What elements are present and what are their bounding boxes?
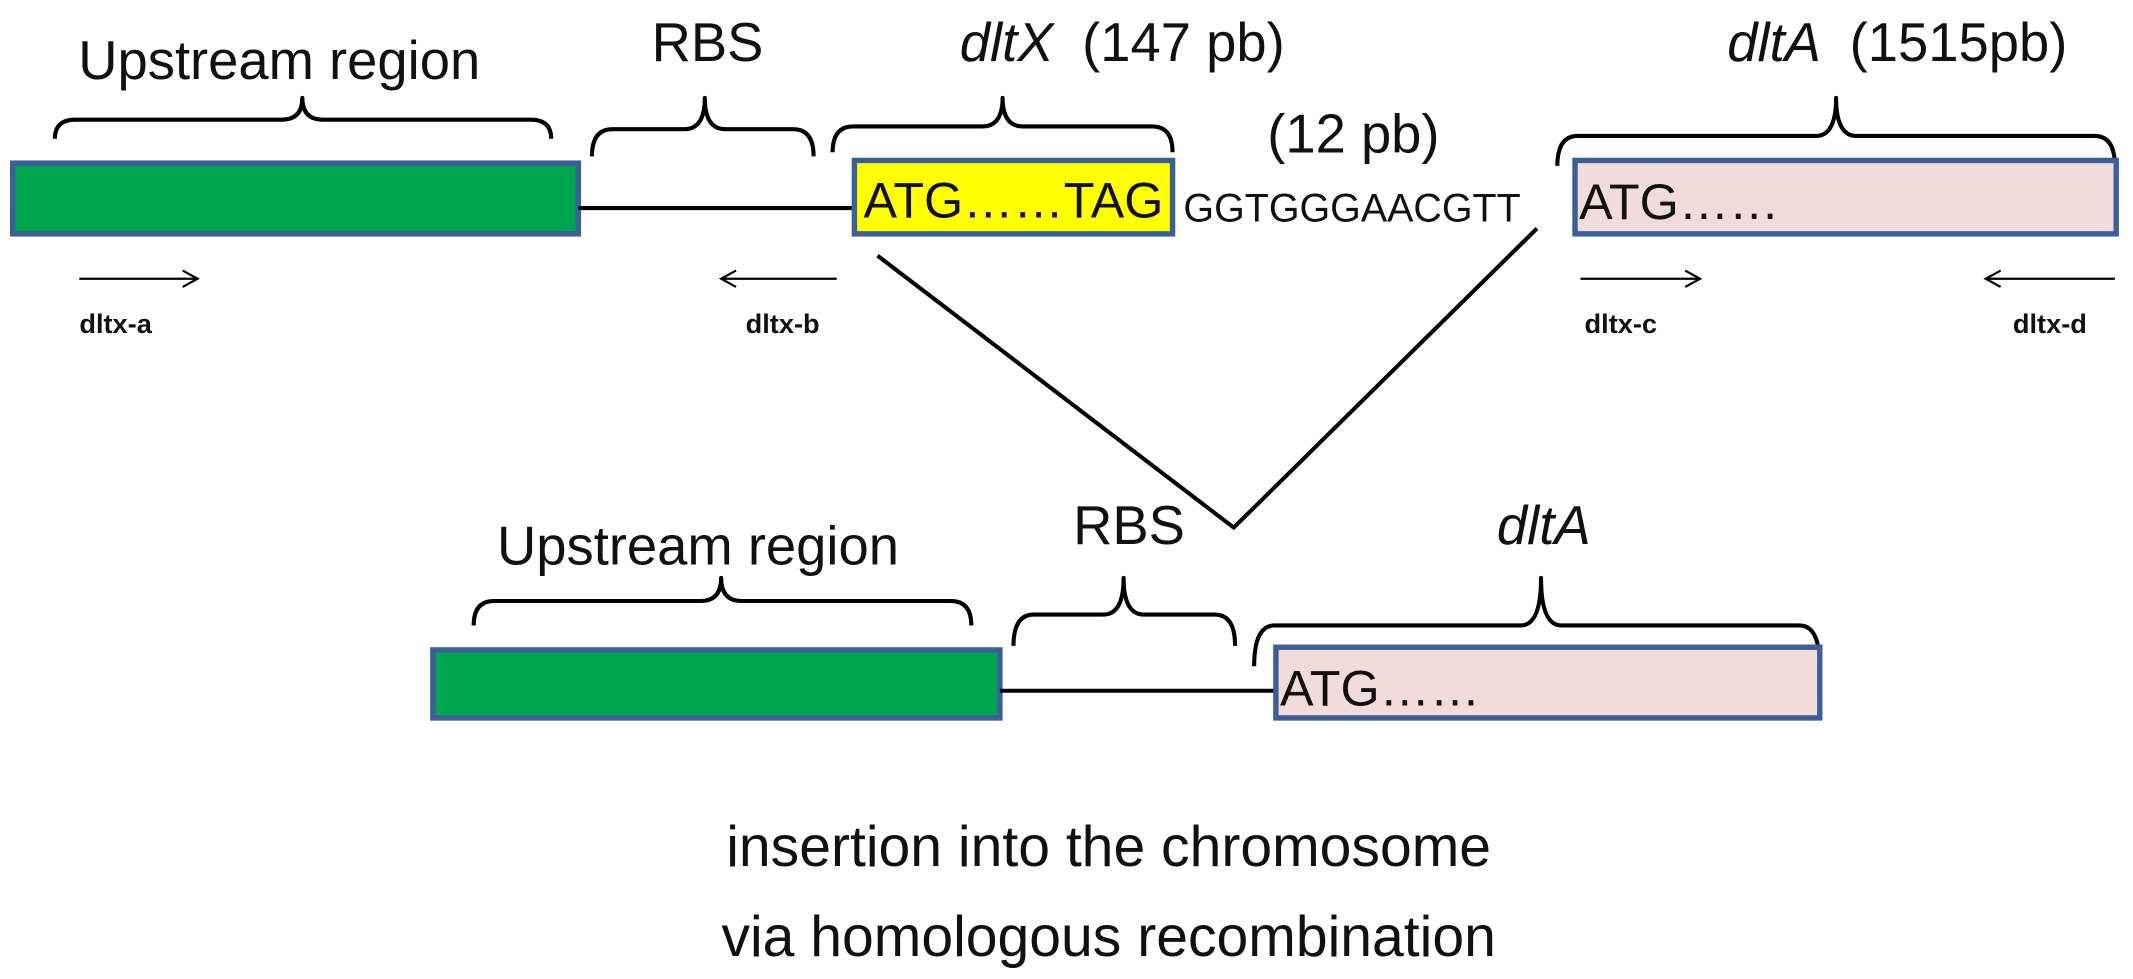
primer-c: dltx-c bbox=[1580, 269, 1703, 339]
caption-line-1: insertion into the chromosome bbox=[726, 815, 1491, 879]
dlta-size: (1515pb) bbox=[1850, 12, 2068, 73]
bottom-dlta-gene-box bbox=[1273, 644, 1823, 721]
dlta-gene-name: dltA bbox=[1727, 12, 1821, 73]
top-dlta-brace bbox=[1555, 95, 2117, 166]
top-upstream-region-bar bbox=[9, 160, 582, 237]
dltx-box-text: ATG……TAG bbox=[864, 172, 1164, 229]
dltx-title: dltX (147 pb) bbox=[960, 12, 1285, 73]
dltx-gene-box bbox=[851, 157, 1176, 237]
primers: dltx-a dltx-b dltx-c dltx-d bbox=[79, 269, 2115, 339]
bottom-rbs-brace bbox=[1011, 575, 1238, 646]
primer-b: dltx-b bbox=[718, 269, 837, 339]
dltx-brace bbox=[830, 95, 1175, 153]
top-rbs-brace bbox=[589, 95, 816, 157]
primer-b-arrowhead bbox=[718, 269, 737, 288]
top-upstream-label: Upstream region bbox=[78, 30, 480, 91]
caption-line-2: via homologous recombination bbox=[721, 905, 1495, 969]
primer-d: dltx-d bbox=[1983, 269, 2115, 339]
bottom-dlta-box-text: ATG…… bbox=[1280, 660, 1480, 717]
spacer-sequence: GGTGGGAACGTT bbox=[1183, 187, 1520, 231]
deletion-v-lines bbox=[876, 226, 1539, 531]
bottom-dlta-brace bbox=[1252, 575, 1822, 667]
dltx-gene-name: dltX bbox=[960, 12, 1055, 73]
top-rbs-label: RBS bbox=[652, 12, 764, 73]
primer-a-label: dltx-a bbox=[79, 308, 152, 339]
dltx-size: (147 pb) bbox=[1082, 12, 1285, 73]
top-dlta-gene-box bbox=[1572, 157, 2119, 237]
top-upstream-brace bbox=[52, 95, 554, 139]
top-dlta-box-text: ATG…… bbox=[1579, 173, 1779, 230]
primer-c-arrowhead bbox=[1684, 269, 1703, 288]
primer-a-arrowhead bbox=[182, 269, 200, 288]
bottom-upstream-region-bar bbox=[430, 647, 1003, 721]
wildtype-locus: Upstream region RBS dltX (147 pb) ATG……T… bbox=[9, 12, 2119, 237]
primer-d-arrowhead bbox=[1983, 269, 2002, 288]
mutant-locus: Upstream region RBS dltA ATG…… bbox=[430, 495, 1823, 721]
spacer-size: (12 pb) bbox=[1267, 103, 1439, 164]
bottom-dlta-gene-name: dltA bbox=[1497, 495, 1591, 556]
bottom-upstream-label: Upstream region bbox=[497, 515, 899, 576]
primer-b-label: dltx-b bbox=[746, 308, 820, 339]
primer-a: dltx-a bbox=[79, 269, 200, 339]
primer-d-label: dltx-d bbox=[2013, 308, 2087, 339]
dlta-title: dltA (1515pb) bbox=[1727, 12, 2067, 73]
primer-c-label: dltx-c bbox=[1585, 308, 1658, 339]
bottom-upstream-brace bbox=[471, 575, 974, 626]
bottom-rbs-label: RBS bbox=[1073, 495, 1185, 556]
